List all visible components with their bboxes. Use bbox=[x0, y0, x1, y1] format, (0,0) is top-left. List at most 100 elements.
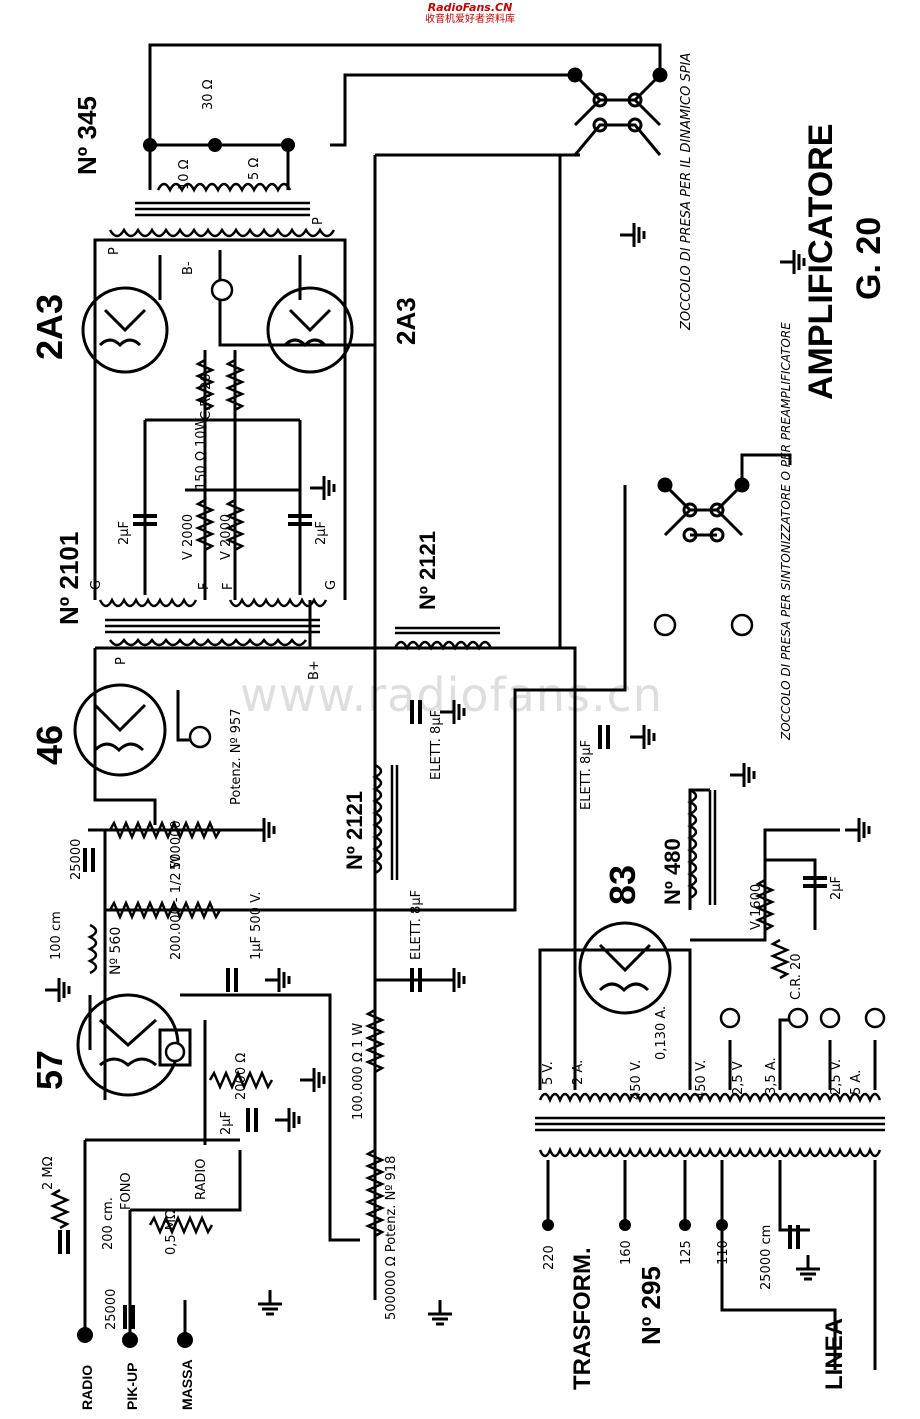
interstage-transformer bbox=[98, 597, 328, 647]
label-tap-125: 125 bbox=[679, 1240, 694, 1265]
label-100000: 100.000 Ω 1 W bbox=[351, 1023, 366, 1120]
label-winding-25vb: 2,5 V. bbox=[829, 1059, 844, 1095]
label-g-left: G bbox=[89, 580, 104, 590]
label-cap-2uf-b: 2μF bbox=[314, 521, 329, 545]
label-2uf-right: 2μF bbox=[829, 876, 844, 900]
label-v1600: V 1600 bbox=[749, 884, 764, 930]
label-choke-mid: Nº 2121 bbox=[342, 791, 367, 870]
label-tap-160: 160 bbox=[619, 1240, 634, 1265]
label-input-pickup: PIK-UP bbox=[124, 1363, 140, 1410]
label-5ohm: 5 Ω bbox=[247, 158, 262, 180]
label-200cm: 200 cm. bbox=[101, 1197, 116, 1250]
label-cr20-top: C.R. 20 bbox=[199, 373, 214, 420]
label-tap-110: 110 bbox=[716, 1240, 731, 1265]
label-winding-450a: 450 V. bbox=[629, 1060, 644, 1100]
choke-2121-mid bbox=[372, 763, 399, 880]
label-500000: 500000 bbox=[169, 820, 184, 870]
coupling-coil-560 bbox=[87, 923, 98, 975]
label-potenz-957: Potenz. Nº 957 bbox=[229, 708, 244, 805]
label-elett-top: ELETT. 8μF bbox=[429, 710, 444, 780]
label-150ohm: 150 Ω 10W bbox=[194, 417, 209, 490]
site-subtitle: 收音机爱好者资料库 bbox=[425, 14, 515, 25]
label-winding-35a: 3,5 A. bbox=[764, 1057, 779, 1095]
label-winding-0130: 0,130 A. bbox=[654, 1006, 669, 1060]
label-25000cm: 25000 cm bbox=[759, 1225, 774, 1290]
label-46: 46 bbox=[29, 725, 70, 765]
label-winding-450b: 450 V. bbox=[694, 1060, 709, 1100]
choke-480 bbox=[687, 788, 717, 905]
site-name: RadioFans.CN bbox=[427, 1, 513, 14]
label-output-transformer: Nº 345 bbox=[72, 96, 102, 175]
label-p-left: P bbox=[107, 247, 122, 255]
tube-83 bbox=[578, 921, 672, 1015]
title-model: G. 20 bbox=[850, 217, 888, 300]
tube-labels: 2A3 2A3 46 57 83 bbox=[29, 294, 643, 1090]
label-input-massa: MASSA bbox=[179, 1359, 195, 1410]
label-25000-a: 25000 bbox=[69, 839, 84, 880]
label-f-left: F bbox=[197, 583, 212, 590]
label-winding-2a: 2 A. bbox=[571, 1060, 586, 1085]
label-winding-5a: 5 A. bbox=[849, 1070, 864, 1095]
label-winding-25va: 2,5 V bbox=[731, 1061, 746, 1095]
site-header: RadioFans.CN 收音机爱好者资料库 bbox=[380, 2, 560, 26]
label-interstage: Nº 2101 bbox=[54, 532, 84, 625]
tube-2a3-right bbox=[266, 286, 354, 374]
wiring bbox=[83, 43, 877, 1370]
label-elett-mid: ELETT. 8μF bbox=[409, 890, 424, 960]
label-25000-b: 25000 bbox=[104, 1289, 119, 1330]
title-block: AMPLIFICATORE G. 20 bbox=[802, 124, 888, 400]
label-b-minus: B- bbox=[181, 261, 196, 275]
title-main: AMPLIFICATORE bbox=[802, 124, 840, 400]
label-choke-480: Nº 480 bbox=[660, 838, 685, 905]
label-b-plus: B+ bbox=[307, 660, 322, 680]
label-30ohm: 30 Ω bbox=[201, 79, 216, 110]
transformer-labels: Nº 345 Nº 2101 Nº 2121 Nº 2121 Nº 480 Nº… bbox=[54, 96, 685, 1390]
tube-2a3-left bbox=[81, 286, 169, 374]
label-2mohm: 2 MΩ bbox=[41, 1156, 56, 1190]
label-2a3-right: 2A3 bbox=[391, 297, 421, 345]
tube-46 bbox=[73, 683, 167, 777]
output-transformer bbox=[108, 182, 336, 238]
label-v2000-a: V 2000 bbox=[181, 514, 196, 560]
label-p-mid: P bbox=[114, 657, 129, 665]
label-linea: LINEA bbox=[821, 1318, 848, 1390]
label-1uf: 1μF 500 V. bbox=[249, 892, 264, 960]
tuner-socket bbox=[657, 453, 792, 543]
label-p-right: P bbox=[311, 217, 326, 225]
label-10ohm: 10 Ω bbox=[177, 159, 192, 190]
label-pot-500000: 500000 Ω Potenz. Nº 918 bbox=[384, 1156, 399, 1320]
label-radio-switch: RADIO bbox=[194, 1159, 209, 1200]
label-2000ohm: 2000 Ω bbox=[234, 1053, 249, 1100]
label-05mohm: 0,5 MΩ bbox=[164, 1209, 179, 1255]
choke-2121-top bbox=[393, 626, 500, 651]
label-200000: 200.000 - 1/2 W bbox=[169, 855, 184, 960]
ground-symbols bbox=[43, 221, 871, 1326]
label-socket-spia: ZOCCOLO DI PRESA PER IL DINAMICO SPIA bbox=[679, 53, 694, 331]
label-v2000-b: V 2000 bbox=[219, 514, 234, 560]
label-f-right: F bbox=[221, 583, 236, 590]
label-winding-5v: 5 V. bbox=[541, 1061, 556, 1085]
label-2a3-left: 2A3 bbox=[29, 294, 70, 360]
label-100cm: 100 cm bbox=[49, 911, 64, 960]
capacitors bbox=[58, 514, 827, 1329]
label-g-right: G bbox=[324, 580, 339, 590]
label-power-number: Nº 295 bbox=[636, 1266, 666, 1345]
label-57: 57 bbox=[29, 1050, 70, 1090]
component-labels: 30 Ω 10 Ω 5 Ω P P B- C.R. 20 150 Ω 10W 2… bbox=[41, 53, 864, 1410]
resistors bbox=[49, 358, 791, 1238]
label-cr20-right: C.R. 20 bbox=[789, 953, 804, 1000]
speaker-socket bbox=[567, 67, 668, 156]
label-coil-560: Nº 560 bbox=[108, 927, 124, 975]
label-input-radio: RADIO bbox=[79, 1365, 95, 1410]
label-fono: FONO bbox=[119, 1172, 134, 1210]
pilot-lamps bbox=[164, 278, 886, 1063]
label-choke-top: Nº 2121 bbox=[415, 531, 440, 610]
label-cap-2uf-a: 2μF bbox=[117, 521, 132, 545]
label-power-transformer: TRASFORM. bbox=[569, 1247, 596, 1390]
input-terminals bbox=[77, 138, 728, 1348]
power-transformer bbox=[535, 1092, 885, 1158]
label-socket-sintonizzatore: ZOCCOLO DI PRESA PER SINTONIZZATORE O PE… bbox=[779, 322, 793, 741]
label-tap-220: 220 bbox=[542, 1245, 557, 1270]
label-2uf-57: 2μF bbox=[219, 1111, 234, 1135]
